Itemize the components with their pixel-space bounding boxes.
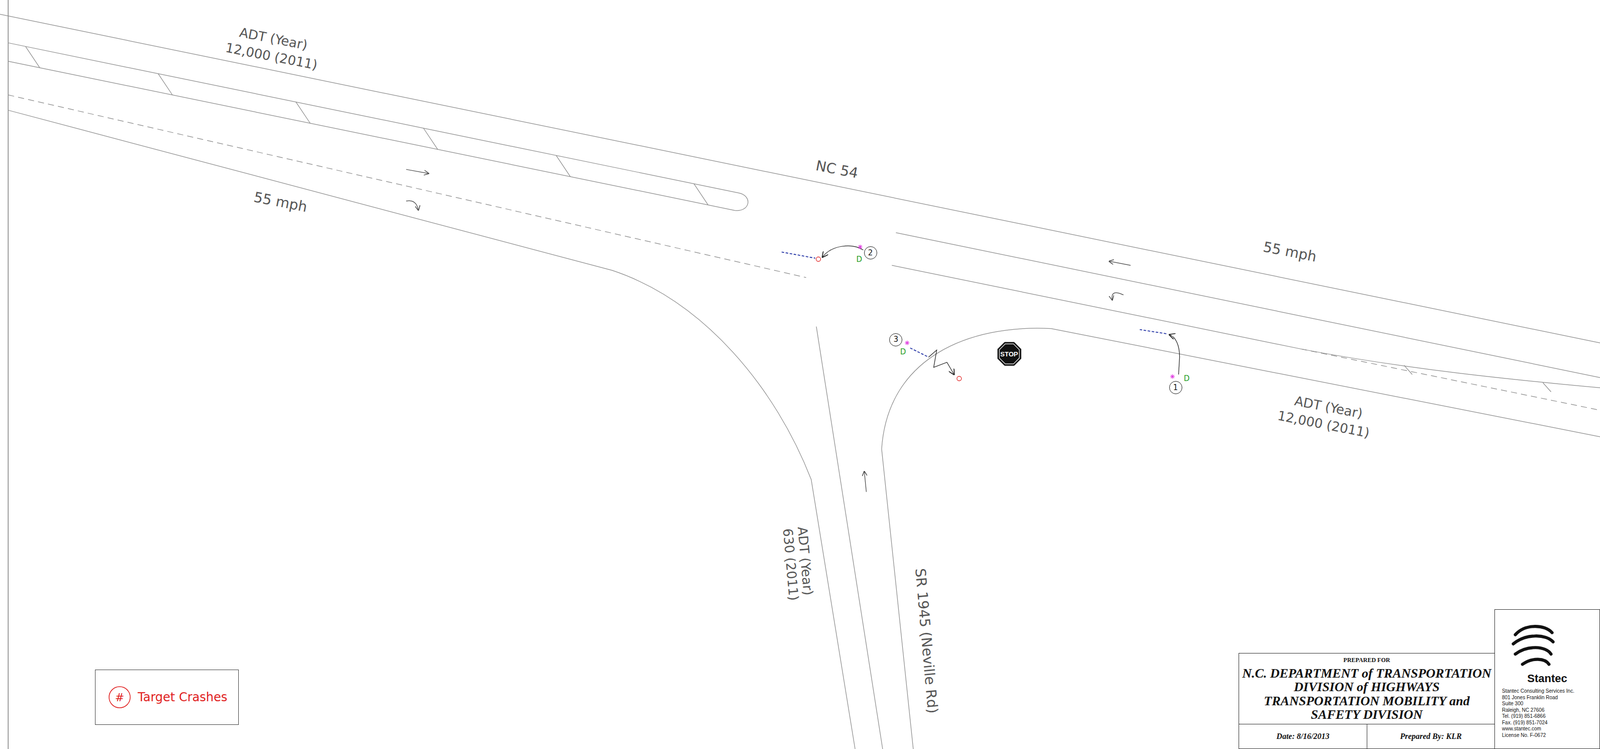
through-arrow [864,471,867,493]
impact-point [816,256,821,262]
through-arrow [1109,261,1132,266]
road-edge [8,110,856,749]
turn-arrow [406,200,419,211]
logo-swirl [1515,647,1552,654]
agency-name: SAFETY DIVISION [1310,707,1423,722]
lane-line [8,95,806,278]
company-address: 801 Jones Franklin Road [1501,694,1558,702]
logo-swirl [1513,635,1553,644]
median-hatching [25,46,709,205]
legend-text: Target Crashes [137,690,228,704]
company-address: License No. F-0672 [1501,732,1546,739]
median-island [8,42,748,211]
driver-marker: D [900,347,907,357]
injury-asterisk [1170,374,1175,380]
title-cell: Prepared By: KLR [1366,723,1495,749]
legend-symbol: # [115,691,125,704]
road-name: SR 1945 (Neville Rd) [911,567,941,714]
legend-item: Target Crashes [107,685,228,710]
crash-arrow [1169,334,1180,375]
road-line [816,326,883,749]
through-arrow [406,169,429,174]
title-cell-text: Prepared By: KLR [1399,731,1462,741]
driver-marker: D [1183,373,1190,384]
lane-line [1300,348,1600,411]
title-cell: Date: 8/16/2013 [1238,723,1368,749]
agency-name: TRANSPORTATION MOBILITY and [1263,694,1470,708]
crash-paths [781,244,1180,382]
speed-limit: 55 mph [252,188,309,216]
company-block: StantecStantec Consulting Services Inc.8… [1494,609,1600,749]
turn-arrow [1111,292,1124,300]
title-block: PREPARED FORN.C. DEPARTMENT of TRANSPORT… [1238,652,1495,725]
agency-name: DIVISION of HIGHWAYS [1293,680,1440,694]
sign-border [999,344,1020,365]
crash-number: 2 [864,246,878,260]
company-address: Stantec Consulting Services Inc. [1501,688,1575,695]
swatch-circle [109,686,131,708]
turn-lane-taper [891,265,1600,389]
sign-text: STOP [1000,350,1018,358]
company-address: Raleigh, NC 27606 [1501,707,1545,714]
page-border [8,0,9,749]
logo-swirl [1515,626,1553,635]
company-address: Suite 300 [1501,700,1524,708]
taper-hatching [1403,365,1551,393]
vehicle-path [1139,329,1167,334]
company-logo [1513,626,1553,665]
road-edge [0,14,1600,343]
crash-number: 3 [889,333,903,347]
injury-asterisk [904,340,910,346]
logo-swirl [1522,659,1550,665]
company-address: www.stantec.com [1501,725,1542,733]
prepared-for-text: PREPARED FOR [1343,656,1391,665]
speed-limit: 55 mph [1261,238,1319,266]
title-cell-text: Date: 8/16/2013 [1276,731,1330,741]
vehicle-path [781,251,816,258]
agency-name: N.C. DEPARTMENT of TRANSPORTATION [1242,666,1492,681]
injury-asterisk [858,244,863,250]
crash-arrow [928,349,955,375]
crash-number-text: 1 [1173,384,1179,392]
sign-face [997,342,1021,366]
company-address: Tel. (919) 851-6866 [1501,713,1546,720]
company-name: Stantec [1527,672,1567,686]
road-edge [881,328,1052,749]
lane-arrows [406,169,1131,492]
vehicle-path [910,347,929,357]
crash-number-text: 2 [868,249,874,257]
company-address: Fax. (919) 851-7024 [1501,719,1548,727]
impact-point [957,376,962,382]
lane-line [895,232,1600,378]
road-name: NC 54 [814,157,860,182]
crash-number: 1 [1169,381,1183,395]
stop-sign: STOP [996,340,1023,367]
driver-marker: D [856,254,863,264]
crash-number-text: 3 [893,335,899,344]
